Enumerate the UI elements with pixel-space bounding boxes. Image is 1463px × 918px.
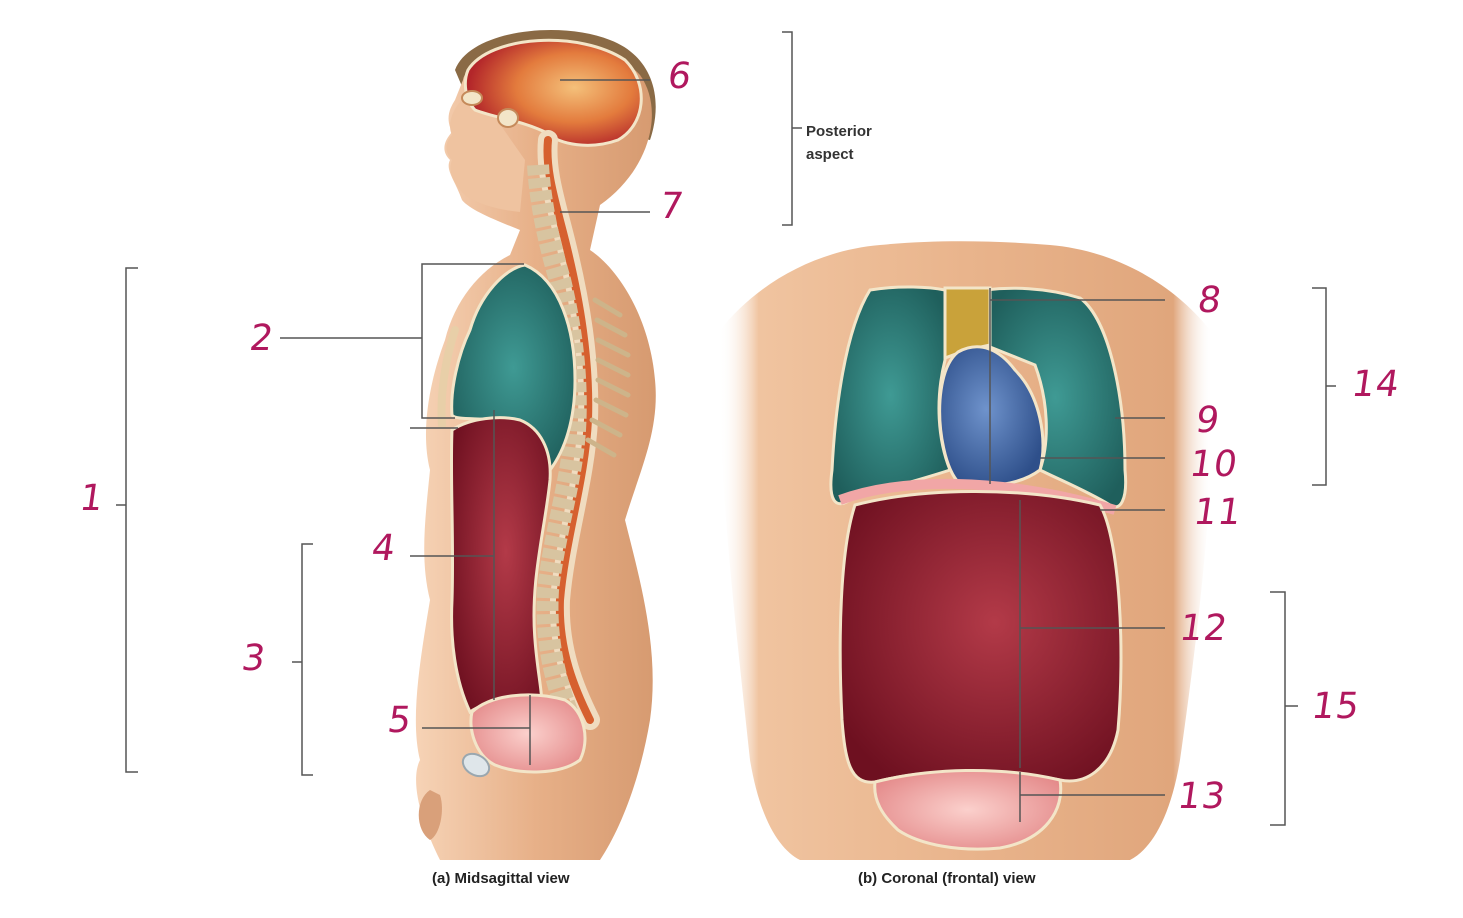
label-14: 14 — [1349, 364, 1403, 405]
leader-13 — [1019, 772, 1165, 822]
genital-region — [418, 790, 442, 840]
caption-coronal: (b) Coronal (frontal) view — [858, 870, 1036, 887]
vertebral-column — [527, 164, 587, 724]
label-11: 11 — [1191, 492, 1245, 533]
nasal-cavity — [461, 90, 483, 106]
bracket-14 — [1312, 287, 1336, 486]
midsagittal-figure — [415, 30, 656, 860]
caption-midsagittal: (a) Midsagittal view — [432, 870, 570, 887]
bracket-2 — [280, 263, 524, 419]
posterior-aspect-line1: Posterior — [806, 123, 872, 140]
sternum — [437, 326, 459, 429]
pelvic-cavity — [469, 693, 587, 774]
label-13: 13 — [1175, 776, 1229, 817]
leader-12 — [1019, 500, 1165, 768]
ribs — [585, 297, 631, 458]
bracket-1 — [116, 267, 138, 773]
label-15: 15 — [1309, 686, 1363, 727]
bracket-3 — [292, 543, 313, 776]
coronal-figure — [719, 241, 1213, 860]
pelvic-cavity-coronal — [873, 769, 1063, 851]
leader-4 — [410, 410, 495, 700]
label-12: 12 — [1177, 608, 1231, 649]
leader-lines — [116, 31, 1336, 826]
bracket-15 — [1270, 591, 1298, 826]
bracket-posterior-aspect — [782, 31, 802, 226]
posterior-aspect-line2: aspect — [806, 146, 854, 163]
posterior-aspect-label: Posterior aspect — [806, 120, 872, 166]
leader-5 — [422, 695, 531, 765]
pleural-cavity-right — [983, 286, 1128, 509]
leader-10 — [989, 288, 1165, 484]
abdominal-cavity — [449, 416, 552, 718]
face — [446, 100, 525, 212]
oral-cavity — [497, 108, 519, 128]
pericardial-cavity — [938, 345, 1045, 488]
abdominal-cavity-coronal — [838, 490, 1123, 784]
spinal-cord — [543, 136, 594, 724]
hand — [461, 752, 491, 778]
label-10: 10 — [1187, 444, 1241, 485]
